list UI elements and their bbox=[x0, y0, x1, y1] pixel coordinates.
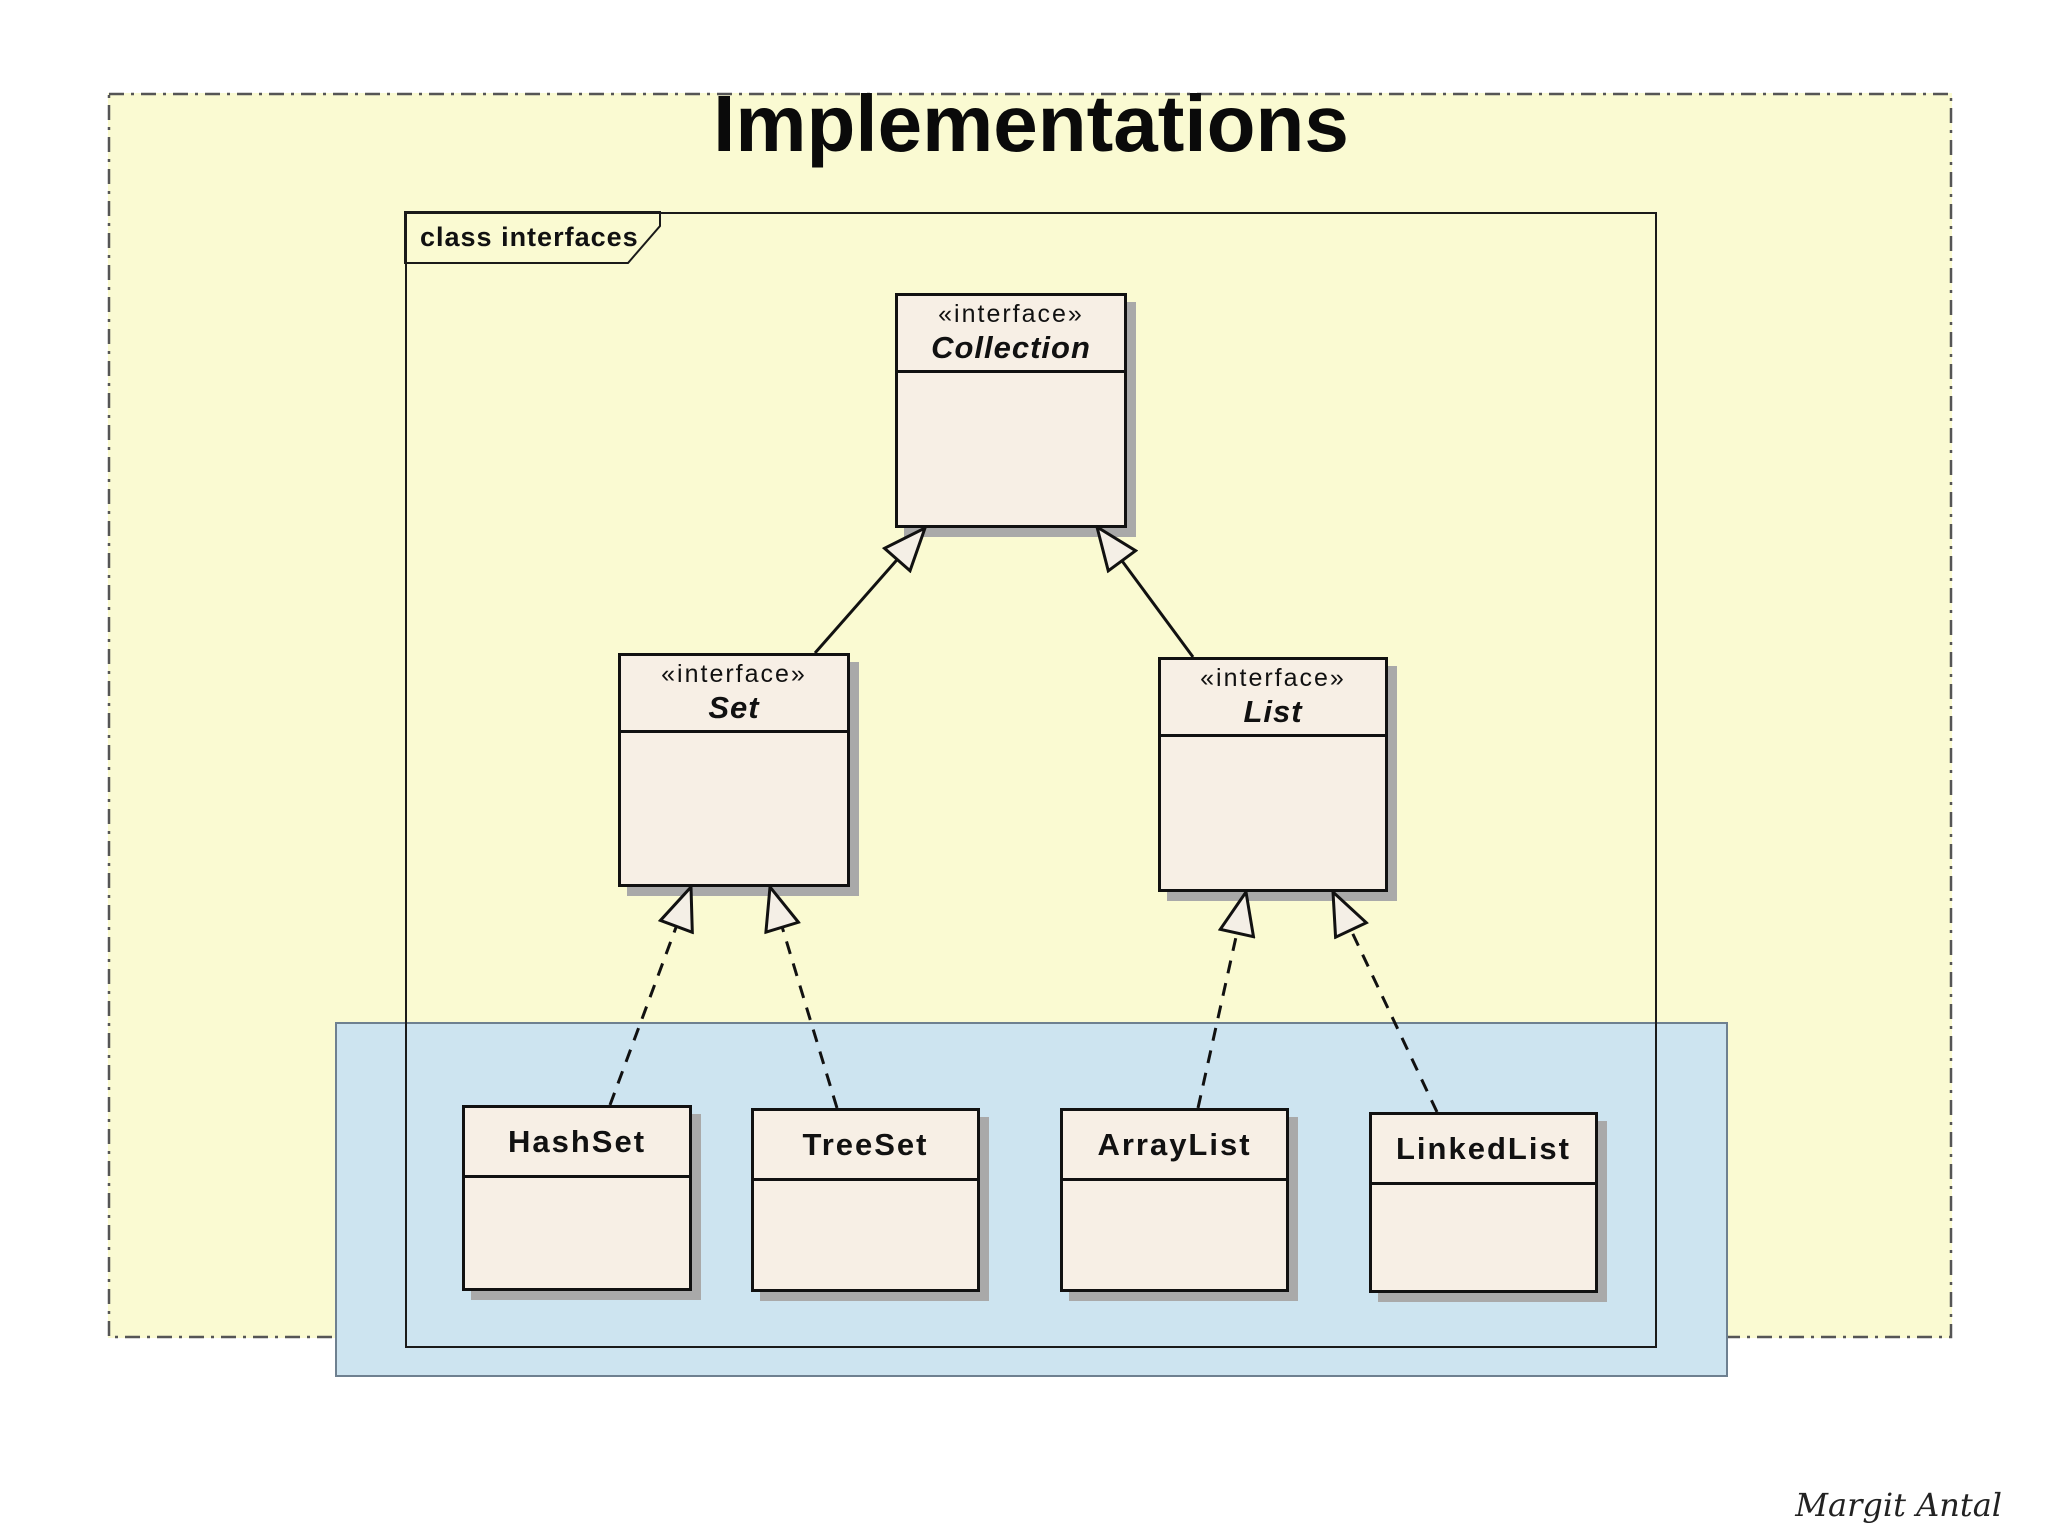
class-box-set: «interface» Set bbox=[618, 653, 850, 887]
class-box-list: «interface» List bbox=[1158, 657, 1388, 892]
author-signature: Margit Antal bbox=[1795, 1486, 2002, 1524]
class-name-set: Set bbox=[708, 689, 760, 725]
class-header-list: «interface» List bbox=[1161, 660, 1385, 737]
class-name-linkedlist: LinkedList bbox=[1395, 1130, 1571, 1166]
stereotype-label: «interface» bbox=[661, 659, 807, 688]
frame-label: class interfaces bbox=[420, 222, 639, 252]
stereotype-label: «interface» bbox=[938, 299, 1084, 328]
slide-title: Implementations bbox=[713, 79, 1349, 168]
class-box-collection: «interface» Collection bbox=[895, 293, 1127, 528]
class-name-list: List bbox=[1243, 693, 1303, 729]
class-box-linkedlist: LinkedList bbox=[1369, 1112, 1598, 1293]
class-box-arraylist: ArrayList bbox=[1060, 1108, 1289, 1292]
class-header-linkedlist: LinkedList bbox=[1372, 1115, 1595, 1185]
class-box-hashset: HashSet bbox=[462, 1105, 692, 1291]
class-header-arraylist: ArrayList bbox=[1063, 1111, 1286, 1181]
class-name-arraylist: ArrayList bbox=[1097, 1126, 1252, 1162]
class-name-hashset: HashSet bbox=[507, 1123, 647, 1159]
class-name-collection: Collection bbox=[931, 329, 1091, 365]
class-name-treeset: TreeSet bbox=[802, 1126, 929, 1162]
class-box-treeset: TreeSet bbox=[751, 1108, 980, 1292]
class-header-set: «interface» Set bbox=[621, 656, 847, 733]
class-header-hashset: HashSet bbox=[465, 1108, 689, 1178]
class-header-treeset: TreeSet bbox=[754, 1111, 977, 1181]
stereotype-label: «interface» bbox=[1200, 663, 1346, 692]
class-header-collection: «interface» Collection bbox=[898, 296, 1124, 373]
